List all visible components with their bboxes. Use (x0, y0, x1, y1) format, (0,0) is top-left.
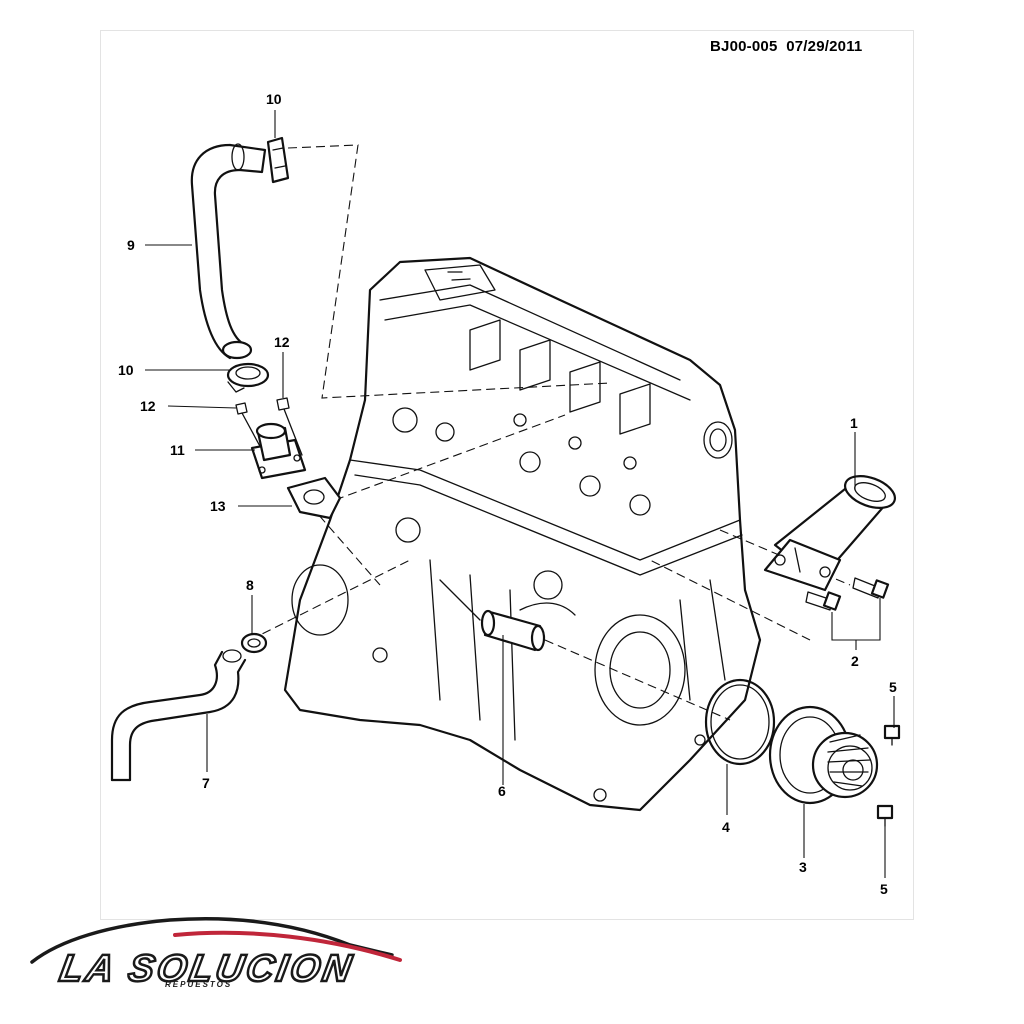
part-6-pipe (480, 609, 546, 652)
callout-4: 4 (722, 819, 730, 835)
callout-2: 2 (851, 653, 859, 669)
part-4-o-ring (704, 678, 776, 766)
callout-10-lower: 10 (118, 362, 134, 378)
callout-7: 7 (202, 775, 210, 791)
callout-5-top: 5 (889, 679, 897, 695)
part-3-water-pump (768, 705, 879, 805)
leader-lines (145, 110, 895, 878)
diagram-frame (100, 30, 914, 920)
logo-subtitle: REPUESTOS (165, 980, 233, 989)
part-13-gasket (286, 476, 342, 520)
part-9-upper-hose (190, 143, 267, 360)
part-12-bolts (235, 397, 303, 456)
part-8-hose-clamp (240, 632, 268, 654)
callout-13: 13 (210, 498, 226, 514)
diagram-code-date: BJ00-005 07/29/2011 (710, 38, 863, 55)
part-7-bypass-hose (110, 649, 247, 782)
part-1-thermostat-housing (763, 475, 896, 592)
callout-9: 9 (127, 237, 135, 253)
part-2-bolts (805, 577, 890, 611)
callout-8: 8 (246, 577, 254, 593)
callout-11: 11 (170, 442, 185, 458)
callout-3: 3 (799, 859, 807, 875)
callout-5-bottom: 5 (880, 881, 888, 897)
part-10-hose-clamp-top (266, 136, 290, 184)
engine-block (283, 256, 762, 812)
part-10-hose-clamp-lower (226, 362, 270, 393)
assembly-guide-lines (249, 144, 851, 721)
part-11-water-outlet (250, 422, 307, 480)
callout-numbers: 10 9 10 12 12 11 13 8 7 6 1 2 5 4 3 5 (118, 91, 897, 897)
part-5-bolts (876, 724, 901, 827)
callout-6: 6 (498, 783, 506, 799)
callout-12-right: 12 (274, 334, 290, 350)
callout-1: 1 (850, 415, 858, 431)
callout-10-top: 10 (266, 91, 282, 107)
logo-car-swoosh (30, 917, 402, 964)
callout-12-left: 12 (140, 398, 156, 414)
